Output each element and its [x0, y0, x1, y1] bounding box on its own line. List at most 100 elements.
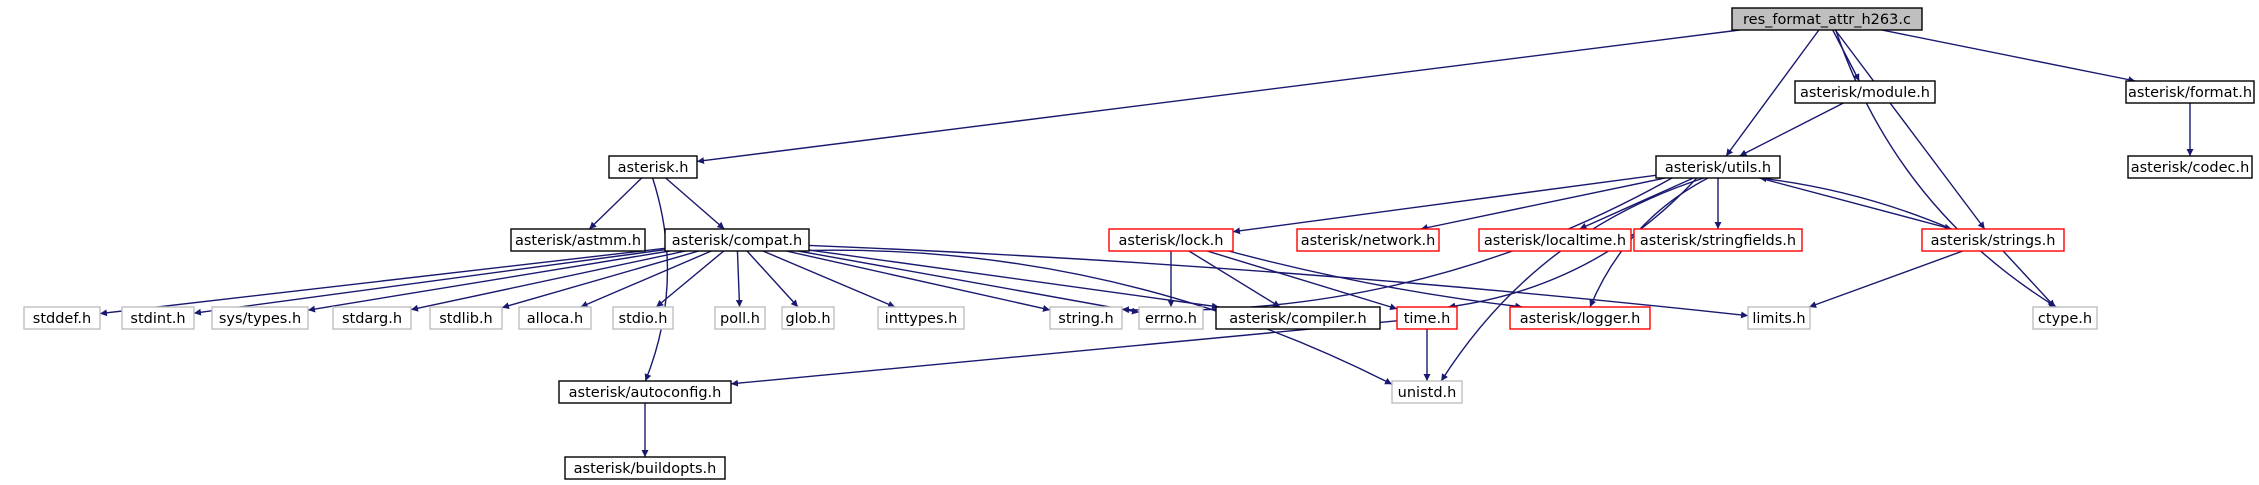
node-label: time.h — [1404, 311, 1451, 327]
node-box — [612, 306, 674, 330]
edge-line — [786, 250, 1051, 312]
node-compat-h[interactable]: asterisk/compat.h — [664, 228, 810, 252]
edge-compat-h-to-stdarg-h — [410, 250, 686, 312]
edge-lock-h-to-time-h — [1206, 250, 1398, 311]
node-lock-h[interactable]: asterisk/lock.h — [1108, 228, 1234, 252]
node-label: asterisk/compiler.h — [1229, 311, 1366, 327]
node-utils-h[interactable]: asterisk/utils.h — [1655, 155, 1781, 179]
edge-compat-h-to-stdio-h — [655, 250, 725, 308]
node-box — [518, 306, 592, 330]
node-label: asterisk/lock.h — [1119, 233, 1224, 249]
node-strings-h[interactable]: asterisk/strings.h — [1921, 228, 2065, 252]
edge-compat-h-to-stddef-h — [99, 247, 666, 317]
edge-line — [580, 250, 712, 308]
edge-module-h-to-utils-h — [1739, 102, 1844, 157]
node-network-h[interactable]: asterisk/network.h — [1296, 228, 1440, 252]
node-box — [1049, 306, 1123, 330]
edge-line — [307, 250, 670, 313]
node-box — [211, 306, 309, 330]
node-label: asterisk/buildopts.h — [574, 461, 717, 477]
node-codec-h[interactable]: asterisk/codec.h — [2127, 155, 2253, 179]
node-autoconfig-h[interactable]: asterisk/autoconfig.h — [558, 380, 732, 404]
edge-line — [1835, 29, 2057, 308]
edge-utils-h-to-network-h — [1420, 177, 1666, 231]
node-box — [877, 306, 965, 330]
node-box — [2032, 306, 2098, 330]
edge-line — [665, 177, 725, 230]
edge-strings-h-to-utils-h — [1759, 175, 1952, 230]
node-astmm-h[interactable]: asterisk/astmm.h — [510, 228, 646, 252]
edge-compat-h-to-alloca-h — [580, 250, 712, 308]
node-label: stdlib.h — [439, 311, 493, 327]
node-buildopts-h[interactable]: asterisk/buildopts.h — [564, 456, 726, 480]
node-asterisk-h[interactable]: asterisk.h — [608, 155, 698, 179]
node-stddef-h: stddef.h — [23, 306, 101, 330]
node-label: stdio.h — [619, 311, 668, 327]
edge-line — [1759, 175, 1952, 230]
node-box — [1215, 306, 1381, 330]
edge-line — [2002, 250, 2056, 308]
edge-lock-h-to-logger-h — [1228, 250, 1523, 310]
node-box — [558, 380, 732, 404]
edge-compat-h-to-systypes-h — [307, 250, 670, 313]
node-label: glob.h — [785, 311, 830, 327]
node-label: asterisk/localtime.h — [1484, 233, 1626, 249]
node-systypes-h: sys/types.h — [211, 306, 309, 330]
node-alloca-h: alloca.h — [518, 306, 592, 330]
edge-line — [746, 250, 799, 308]
edge-compat-h-to-poll-h — [735, 250, 743, 308]
edge-line — [808, 249, 1219, 310]
node-box — [1731, 7, 1923, 31]
node-time-h[interactable]: time.h — [1396, 306, 1458, 330]
edge-line — [1206, 250, 1398, 311]
node-module-h[interactable]: asterisk/module.h — [1794, 80, 1936, 104]
edge-compat-h-to-stdlib-h — [501, 250, 699, 310]
edge-line — [1759, 177, 1952, 231]
node-label: asterisk/autoconfig.h — [569, 385, 722, 401]
edge-line — [1228, 250, 1523, 310]
node-label: errno.h — [1145, 311, 1197, 327]
node-label: inttypes.h — [885, 311, 958, 327]
node-stdio-h: stdio.h — [612, 306, 674, 330]
node-box — [332, 306, 412, 330]
node-format-h[interactable]: asterisk/format.h — [2125, 80, 2255, 104]
node-root[interactable]: res_format_attr_h263.c — [1731, 7, 1923, 31]
edge-root-to-utils-h — [1725, 29, 1820, 157]
node-box — [1138, 306, 1204, 330]
node-label: asterisk/stringfields.h — [1640, 233, 1796, 249]
edge-compat-h-to-inttypes-h — [762, 250, 896, 308]
node-box — [1396, 306, 1458, 330]
edge-asterisk-h-to-autoconfig-h — [644, 177, 669, 382]
node-box — [781, 306, 835, 330]
edge-line — [1232, 174, 1657, 235]
node-label: stddef.h — [33, 311, 91, 327]
node-logger-h[interactable]: asterisk/logger.h — [1509, 306, 1651, 330]
edge-utils-h-to-unistd-h — [1440, 177, 1704, 382]
node-label: asterisk/codec.h — [2131, 160, 2250, 176]
edge-line — [1834, 29, 1986, 230]
edge-line — [193, 249, 666, 316]
edge-root-to-format-h — [1881, 29, 2136, 84]
edge-compat-h-to-string-h — [786, 250, 1051, 312]
edge-line — [1725, 29, 1820, 157]
edge-line — [588, 177, 643, 230]
node-label: asterisk/strings.h — [1931, 233, 2056, 249]
node-box — [1509, 306, 1651, 330]
node-compiler-h[interactable]: asterisk/compiler.h — [1215, 306, 1381, 330]
node-errno-h: errno.h — [1138, 306, 1204, 330]
node-box — [1633, 228, 1803, 252]
node-ctype-h: ctype.h — [2032, 306, 2098, 330]
edge-line — [410, 250, 686, 312]
node-box — [1391, 380, 1463, 404]
node-stringfields-h[interactable]: asterisk/stringfields.h — [1633, 228, 1803, 252]
edge-asterisk-h-to-compat-h — [665, 177, 725, 230]
edge-line — [762, 250, 896, 308]
node-box — [1794, 80, 1936, 104]
node-glob-h: glob.h — [781, 306, 835, 330]
edge-utils-h-to-time-h — [1448, 177, 1698, 310]
node-stdlib-h: stdlib.h — [429, 306, 503, 330]
node-localtime-h[interactable]: asterisk/localtime.h — [1478, 228, 1632, 252]
node-label: asterisk/format.h — [2128, 85, 2252, 101]
node-box — [2127, 155, 2253, 179]
